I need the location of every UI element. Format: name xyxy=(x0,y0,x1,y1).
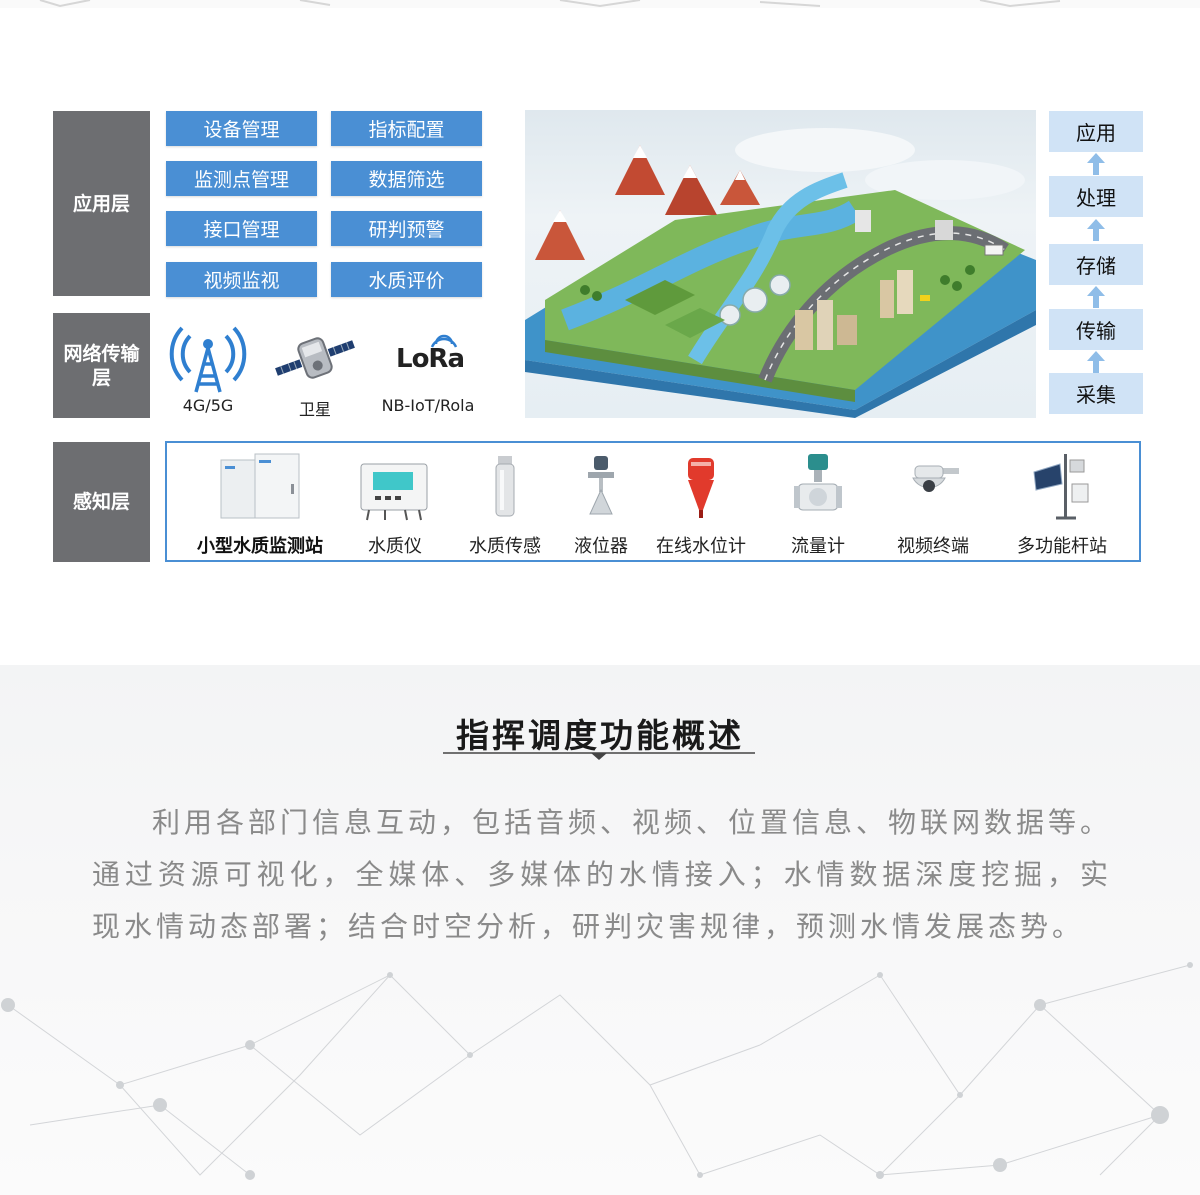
flow-arrow-up-icon xyxy=(1087,286,1105,308)
device-level-radar: 液位器 xyxy=(574,450,628,557)
interface-management-button[interactable]: 接口管理 xyxy=(166,211,317,246)
network-item-satellite: 卫星 xyxy=(270,318,360,419)
flow-step-transmission: 传输 xyxy=(1049,309,1143,350)
flow-step-storage: 存储 xyxy=(1049,244,1143,285)
flow-step-application: 应用 xyxy=(1049,111,1143,152)
flow-arrow-up-icon xyxy=(1087,351,1105,373)
video-monitor-button[interactable]: 视频监视 xyxy=(166,262,317,297)
device-small-water-station: 小型水质监测站 xyxy=(197,450,323,557)
lora-logo: LoRa xyxy=(386,334,470,378)
device-label: 流量计 xyxy=(791,536,845,557)
flow-arrow-up-icon xyxy=(1087,153,1105,175)
perception-device-panel xyxy=(165,441,1141,562)
level-radar-icon xyxy=(588,456,614,515)
device-label: 小型水质监测站 xyxy=(197,536,323,557)
cabinet-station-icon xyxy=(220,453,300,519)
device-water-quality-meter: 水质仪 xyxy=(355,450,435,557)
device-label: 液位器 xyxy=(574,536,628,557)
device-multifunction-pole-station: 多功能杆站 xyxy=(1017,450,1107,557)
device-label: 水质传感 xyxy=(469,536,541,557)
device-label: 多功能杆站 xyxy=(1017,536,1107,557)
device-label: 视频终端 xyxy=(897,536,969,557)
water-monitoring-scene-illustration xyxy=(525,110,1036,418)
water-quality-evaluation-button[interactable]: 水质评价 xyxy=(331,262,482,297)
lora-logo-text: LoRa xyxy=(396,344,465,374)
device-label: 在线水位计 xyxy=(656,536,746,557)
network-dots-decoration xyxy=(1,962,1193,1180)
perception-layer-label: 感知层 xyxy=(53,442,150,562)
device-online-water-level-gauge: 在线水位计 xyxy=(656,450,746,557)
device-management-button[interactable]: 设备管理 xyxy=(166,111,317,146)
title-underline-divider xyxy=(443,752,755,760)
device-flow-meter: 流量计 xyxy=(790,450,846,557)
cell-tower-icon xyxy=(169,326,247,393)
analysis-warning-button[interactable]: 研判预警 xyxy=(331,211,482,246)
satellite-icon xyxy=(275,337,355,379)
network-item-label: NB-IoT/Rola xyxy=(381,396,475,415)
data-filter-button[interactable]: 数据筛选 xyxy=(331,161,482,196)
network-item-label: 4G/5G xyxy=(182,396,234,415)
command-dispatch-overview-section: 指挥调度功能概述 利用各部门信息互动，包括音频、视频、位置信息、物联网数据等。通… xyxy=(0,665,1200,1195)
monitoring-point-management-button[interactable]: 监测点管理 xyxy=(166,161,317,196)
device-water-quality-sensor: 水质传感 xyxy=(469,450,541,557)
network-item-label: 卫星 xyxy=(298,400,331,419)
application-layer-label: 应用层 xyxy=(53,111,150,296)
indicator-config-button[interactable]: 指标配置 xyxy=(331,111,482,146)
flow-step-collection: 采集 xyxy=(1049,373,1143,414)
flow-step-processing: 处理 xyxy=(1049,176,1143,217)
water-quality-meter-icon xyxy=(360,463,428,521)
section-title: 指挥调度功能概述 xyxy=(456,716,744,755)
flow-meter-icon xyxy=(794,454,842,511)
network-item-nbiot: LoRa NB-IoT/Rola xyxy=(372,318,484,418)
section-body-text: 利用各部门信息互动，包括音频、视频、位置信息、物联网数据等。通过资源可视化，全媒… xyxy=(92,806,1113,943)
flow-arrow-up-icon xyxy=(1087,219,1105,241)
top-decorative-strip xyxy=(0,0,1200,8)
solar-pole-station-icon xyxy=(1033,454,1089,520)
dome-camera-icon xyxy=(912,465,959,492)
network-item-4g5g: 4G/5G xyxy=(168,318,248,418)
device-video-terminal: 视频终端 xyxy=(897,450,969,557)
water-quality-sensor-icon xyxy=(495,456,515,517)
device-label: 水质仪 xyxy=(368,536,422,557)
network-layer-label: 网络传输层 xyxy=(53,313,150,418)
water-level-gauge-icon xyxy=(688,458,714,518)
